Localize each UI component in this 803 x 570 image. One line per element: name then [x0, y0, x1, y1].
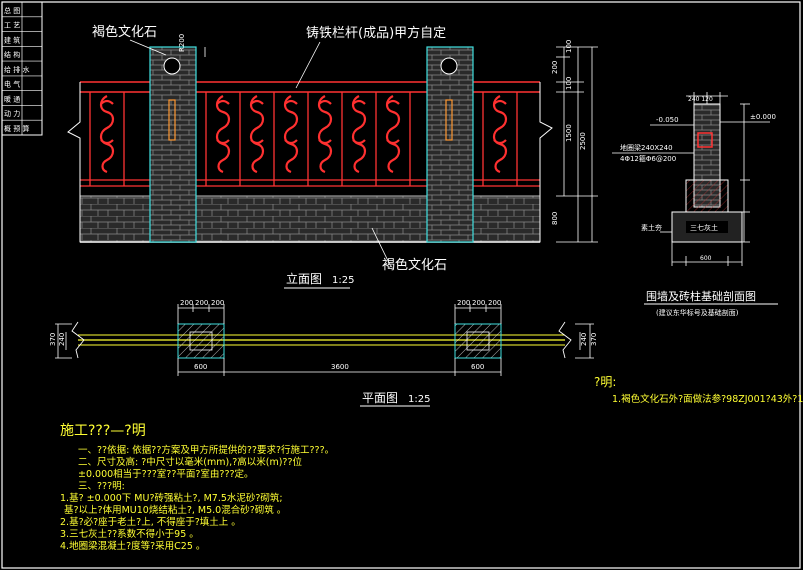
pillar-right-circle [440, 57, 458, 75]
railing-ornament [351, 95, 367, 174]
section-view: 240 120 -0.050 ±0.000 地圈梁240X240 4Φ12箍Φ6… [612, 92, 778, 317]
notes-main-line: 一、??依据: 依据??方案及甲方所提供的??要求?行施工???。 [78, 444, 334, 456]
plan-pillar-right [454, 323, 502, 359]
dim-right-3: 100 [565, 77, 573, 90]
railing-ornament [283, 95, 299, 174]
label-stone-bottom: 褐色文化石 [382, 257, 447, 273]
section-subtitle: (建议东华标号及基础剖面) [656, 308, 739, 317]
notes-main-line: 二、尺寸及高: ?中尺寸以毫米(mm),?高以米(m)??位 [78, 456, 302, 468]
plan-dim-tr2: 200 [472, 299, 485, 307]
plan-dim-l2: 240 [58, 333, 66, 346]
title-block-row: 给 排 水 [4, 65, 29, 74]
section-top-label: 240 120 [688, 96, 713, 103]
plan-dim-tl1: 200 [180, 299, 193, 307]
notes-main-line: 2.基?必?座于老土?上, 不得座于?填土上 。 [60, 516, 241, 528]
notes-main-line: 基?以上?体用MU10烧结粘土?, M5.0混合砂?砌筑 。 [64, 504, 286, 516]
notes-main-line: 三、???明: [78, 481, 125, 492]
plan-dim-tl3: 200 [211, 299, 224, 307]
plan-pillar-left [177, 323, 225, 359]
section-beam-label: 地圈梁240X240 [620, 143, 673, 152]
title-block-row: 暖 通 [4, 94, 20, 103]
title-block-row: 总 图 [4, 6, 20, 15]
railing-ornament [317, 95, 333, 174]
dim-right-1: 100 [565, 40, 573, 53]
dim-right-4: 1500 [565, 124, 573, 142]
railing-ornament [215, 95, 231, 174]
title-block-row: 结 构 [4, 50, 20, 59]
section-bottom-dim: 600 [700, 255, 712, 262]
dim-right-6: 800 [551, 212, 559, 225]
plan-dim-r1: 240 [580, 333, 588, 346]
railing-ornament [99, 95, 115, 174]
plan-view: 200 200 200 200 200 200 370 240 240 370 … [49, 299, 598, 407]
plan-dim-r2: 370 [590, 333, 598, 346]
notes-right-heading: ?明: [594, 375, 616, 389]
pillar-left-circle [163, 57, 181, 75]
elevation-view: R200 100 200 100 1500 2500 800 褐色文化石 铸铁栏… [67, 24, 598, 289]
notes-right-line1: 1.褐色文化石外?面做法参?98ZJ001?43外?12 [612, 393, 803, 405]
notes-main-line: ±0.000相当于???室??平面?室由???定。 [78, 468, 254, 480]
dim-r200: R200 [178, 34, 186, 52]
title-block: 总 图工 艺建 筑结 构给 排 水电 气暖 通动 力概 预 算 [1, 1, 43, 136]
section-soil-label: 素土夯 [641, 223, 662, 232]
plan-dim-l1: 370 [49, 333, 57, 346]
section-right-level: ±0.000 [750, 113, 776, 121]
section-left-level: -0.050 [656, 116, 679, 124]
pillar-right [426, 46, 474, 243]
title-block-row: 建 筑 [4, 35, 20, 44]
title-block-row: 动 力 [4, 109, 20, 118]
plan-dim-tr1: 200 [457, 299, 470, 307]
notes-main-line: 3.三七灰土??系数不得小于95 。 [60, 528, 199, 540]
notes-main-heading: 施工???—?明 [60, 423, 146, 439]
notes-main-line: 4.地圈梁混凝土?度等?采用C25 。 [60, 540, 205, 552]
railing-ornament [492, 95, 508, 174]
plan-dim-b1: 600 [194, 363, 207, 371]
pillar-left [149, 46, 197, 243]
plan-dim-b3: 600 [471, 363, 484, 371]
section-base-text-bg [686, 221, 728, 233]
dim-right-2: 200 [551, 61, 559, 74]
label-stone-top: 褐色文化石 [92, 24, 157, 40]
dim-right-5: 2500 [579, 132, 587, 150]
plan-dim-tl2: 200 [195, 299, 208, 307]
railing-ornament [385, 95, 401, 174]
notes-main-line: 1.基? ±0.000下 MU?砖强粘土?, M7.5水泥砂?砌筑; [60, 492, 283, 504]
section-base-label: 三七灰土 [690, 223, 718, 232]
label-railing: 铸铁栏杆(成品)甲方自定 [306, 25, 446, 41]
plan-dim-b2: 3600 [331, 363, 349, 371]
section-title: 围墙及砖柱基础剖面图 [646, 289, 756, 303]
title-block-row: 电 气 [4, 80, 20, 89]
plan-dim-tr3: 200 [488, 299, 501, 307]
railing-ornament [249, 95, 265, 174]
title-block-row: 工 艺 [4, 22, 20, 30]
section-rebar-label: 4Φ12箍Φ6@200 [620, 154, 676, 163]
title-block-row: 概 预 算 [4, 124, 29, 133]
